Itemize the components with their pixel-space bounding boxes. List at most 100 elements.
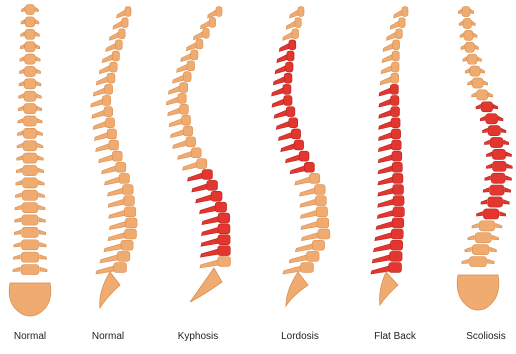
vertebra	[178, 148, 202, 160]
affected-vertebra	[378, 185, 404, 197]
vertebra	[286, 18, 301, 30]
vertebra	[93, 84, 112, 96]
vertebra	[99, 151, 123, 163]
affected-vertebra	[201, 235, 230, 247]
vertebra	[109, 29, 125, 41]
affected-vertebra	[285, 151, 309, 163]
affected-vertebra	[378, 129, 400, 141]
vertebra	[93, 118, 114, 130]
vertebra	[468, 233, 499, 243]
sacrum	[457, 275, 499, 310]
vertebra	[465, 66, 484, 76]
affected-vertebra	[200, 246, 230, 258]
vertebra	[19, 91, 42, 101]
affected-vertebra	[379, 118, 400, 130]
label-scoliosis: Scoliosis	[441, 331, 516, 342]
vertebra	[186, 39, 203, 51]
vertebra	[461, 42, 479, 52]
vertebra	[20, 42, 39, 52]
affected-vertebra	[202, 213, 230, 225]
vertebra	[381, 62, 399, 74]
vertebra	[300, 196, 326, 208]
affected-vertebra	[378, 140, 401, 152]
vertebra	[102, 51, 119, 63]
vertebra	[91, 96, 111, 108]
affected-vertebra	[483, 126, 506, 136]
vertebra	[108, 229, 136, 241]
vertebra	[301, 229, 329, 241]
sacrum	[286, 272, 308, 306]
vertebra	[14, 240, 46, 250]
vertebra	[459, 18, 475, 28]
vertebra	[96, 73, 115, 85]
vertebra	[183, 159, 207, 171]
affected-vertebra	[272, 84, 291, 96]
vertebra	[99, 62, 117, 74]
label-normal-side: Normal	[63, 331, 153, 342]
sacrum	[190, 268, 222, 302]
affected-vertebra	[372, 251, 402, 263]
vertebra	[468, 78, 488, 88]
vertebra	[106, 40, 123, 52]
affected-vertebra	[376, 218, 404, 230]
vertebra	[201, 17, 216, 29]
vertebra	[17, 153, 44, 163]
vertebra	[22, 5, 39, 15]
affected-vertebra	[275, 62, 293, 74]
vertebra	[289, 251, 319, 263]
affected-vertebra	[277, 51, 294, 63]
affected-vertebra	[476, 102, 498, 112]
affected-vertebra	[272, 96, 292, 108]
affected-vertebra	[379, 96, 399, 108]
vertebra	[301, 218, 329, 230]
vertebra	[105, 173, 130, 185]
vertebra	[17, 141, 43, 151]
affected-vertebra	[379, 84, 398, 96]
vertebra	[15, 215, 46, 225]
spine-scoliosis	[457, 7, 512, 311]
vertebra	[109, 218, 137, 230]
vertebra	[107, 185, 133, 197]
label-flat-back: Flat Back	[350, 331, 440, 342]
vertebra	[18, 116, 42, 126]
vertebra	[290, 7, 304, 19]
affected-vertebra	[378, 162, 402, 174]
vertebra	[171, 126, 193, 138]
affected-vertebra	[486, 161, 512, 171]
vertebra	[462, 257, 494, 267]
affected-vertebra	[281, 140, 304, 152]
affected-vertebra	[192, 180, 218, 192]
vertebra	[21, 29, 40, 39]
affected-vertebra	[375, 229, 403, 241]
vertebra	[181, 50, 198, 62]
affected-vertebra	[477, 209, 506, 219]
vertebra	[173, 137, 196, 149]
vertebra	[104, 240, 133, 252]
affected-vertebra	[486, 149, 511, 159]
vertebra	[300, 207, 327, 219]
vertebra	[102, 162, 126, 174]
vertebra	[169, 115, 190, 127]
affected-vertebra	[196, 191, 222, 203]
affected-vertebra	[201, 224, 229, 236]
vertebra	[383, 40, 400, 52]
vertebra	[20, 54, 40, 64]
vertebra	[168, 104, 189, 116]
vertebra	[13, 252, 46, 262]
vertebra	[166, 93, 186, 105]
vertebra	[94, 129, 116, 141]
vertebra	[19, 66, 40, 76]
vertebra	[96, 140, 119, 152]
label-kyphosis: Kyphosis	[153, 331, 243, 342]
vertebra	[460, 30, 477, 40]
vertebra	[168, 83, 187, 95]
vertebra	[21, 17, 39, 27]
affected-vertebra	[483, 185, 510, 195]
vertebra	[472, 221, 502, 231]
vertebra	[387, 29, 403, 41]
vertebra	[16, 165, 44, 175]
vertebra	[295, 173, 320, 185]
sacrum	[9, 283, 51, 316]
vertebra	[295, 240, 324, 252]
